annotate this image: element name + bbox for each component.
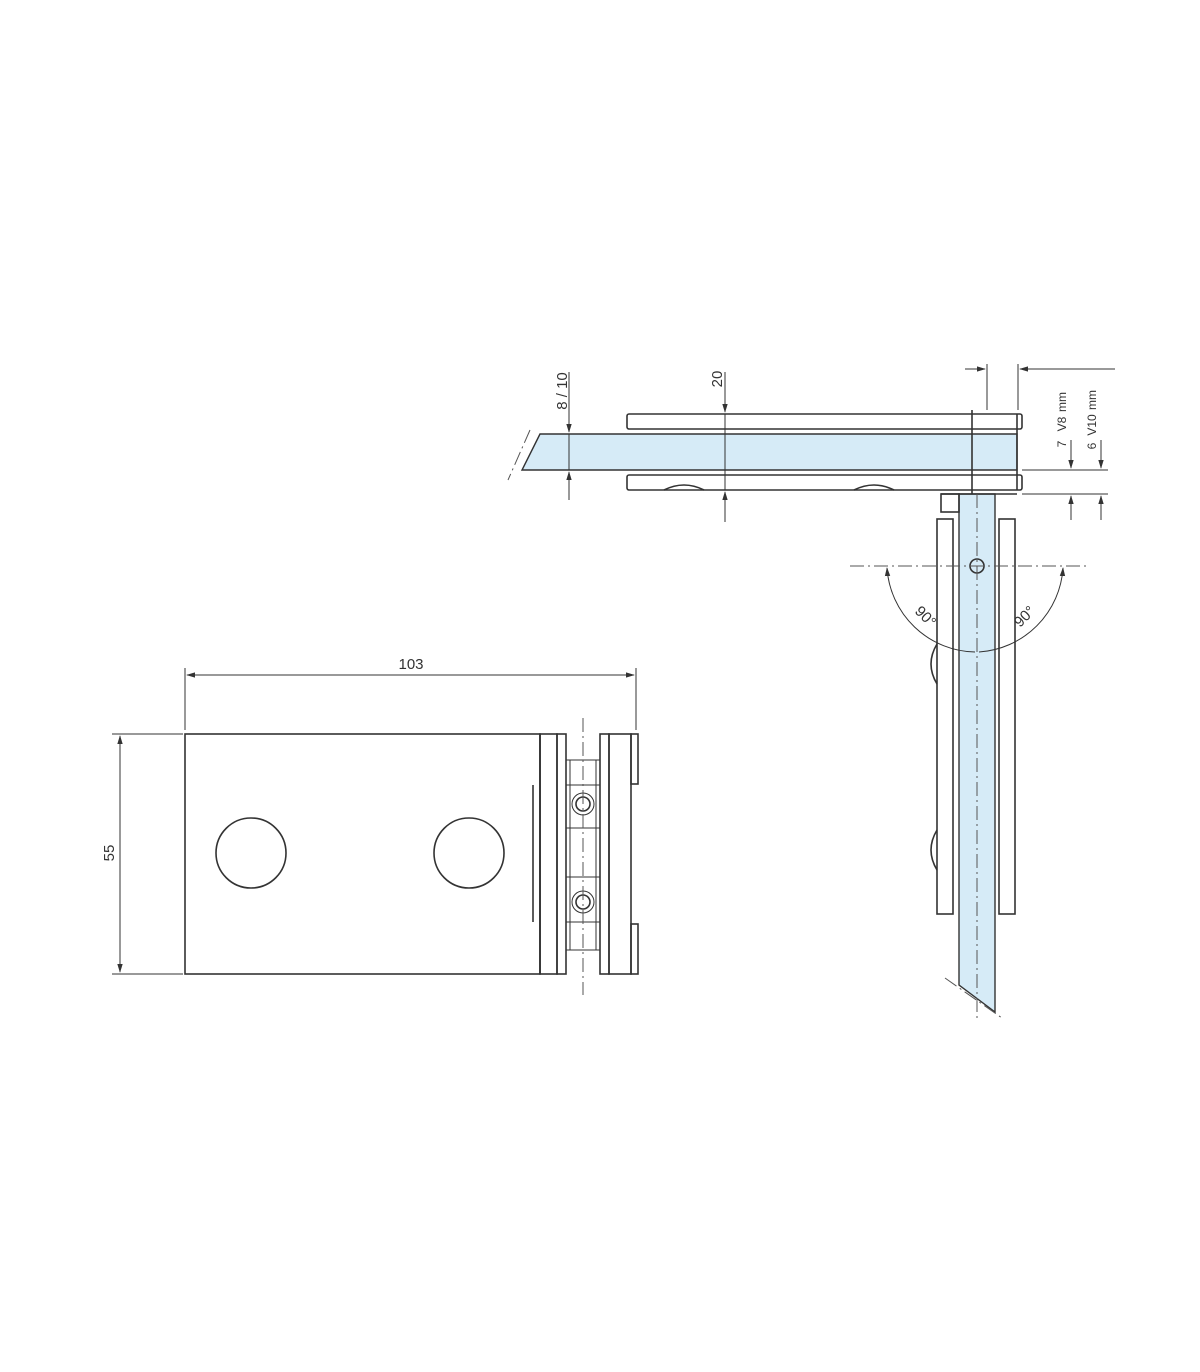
clamp-dimension-label: 20 bbox=[709, 371, 726, 388]
offset-v8-value: 7 bbox=[1055, 440, 1069, 447]
dimension-offset-v10: 6 V10 mm bbox=[1022, 390, 1108, 520]
glass-thickness-label: 8 / 10 bbox=[554, 372, 571, 410]
angle-left-label: 90° bbox=[911, 603, 939, 631]
clamp-plates-horizontal bbox=[626, 410, 1023, 494]
dimension-width: 103 bbox=[184, 656, 637, 730]
offset-v10-unit: mm bbox=[1085, 390, 1099, 410]
glass-pane-horizontal bbox=[520, 433, 1018, 471]
clamp-plates-vertical bbox=[850, 493, 1090, 1022]
offset-v10-label: V10 bbox=[1085, 414, 1099, 436]
dimension-clamp: 20 bbox=[709, 371, 728, 522]
front-view: 103 55 bbox=[101, 656, 639, 995]
dimension-offset-v8: 7 V8 mm bbox=[1022, 392, 1108, 520]
dimension-top-offset bbox=[965, 364, 1115, 410]
clamp-body bbox=[184, 733, 541, 975]
dimension-height-label: 55 bbox=[101, 845, 118, 862]
mounting-hole-right bbox=[433, 817, 505, 889]
offset-v8-unit: mm bbox=[1055, 392, 1069, 412]
offset-v8-label: V8 bbox=[1055, 416, 1069, 431]
dimension-height: 55 bbox=[101, 733, 183, 975]
plan-view: 90° 90° 8 / 10 20 bbox=[507, 364, 1115, 1022]
mounting-hole-left bbox=[215, 817, 287, 889]
dimension-glass-thickness: 8 / 10 bbox=[554, 372, 572, 500]
dimension-width-label: 103 bbox=[398, 656, 423, 673]
offset-v10-value: 6 bbox=[1085, 442, 1099, 449]
clamp-side-profile bbox=[532, 718, 639, 995]
